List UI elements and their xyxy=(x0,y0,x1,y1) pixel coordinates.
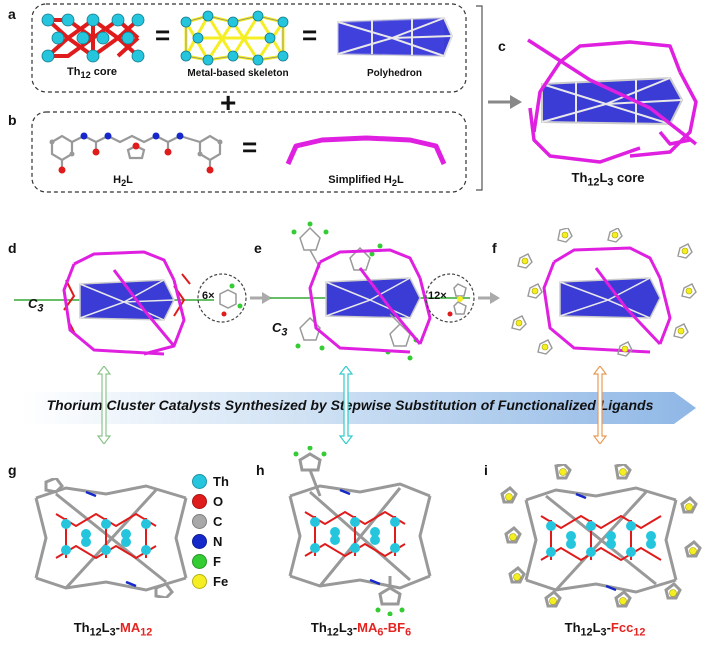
c3-axis-label-d: C3 xyxy=(28,296,44,315)
th12l3-core-label: Th12L3 core xyxy=(571,170,645,189)
legend-item-n: N xyxy=(192,534,222,549)
crystal-structure-i xyxy=(500,464,702,608)
polyhedron-label: Polyhedron xyxy=(366,68,422,79)
banner-text: Thorium Cluster Catalysts Synthesized by… xyxy=(46,397,654,413)
panel-letter-g: g xyxy=(8,462,17,478)
arrow-e-f xyxy=(478,292,500,304)
equals-sign-a1: = xyxy=(155,20,171,50)
legend-swatch-n xyxy=(192,534,207,549)
right-bracket xyxy=(476,5,483,191)
h2l-label: H2L xyxy=(113,174,133,189)
legend-item-fe: Fe xyxy=(192,574,228,589)
arrow-to-c xyxy=(488,95,522,109)
panel-b-box xyxy=(31,111,467,193)
panel-letter-i: i xyxy=(484,462,488,478)
crystal-structure-h xyxy=(288,446,432,616)
panel-letter-f: f xyxy=(492,240,497,256)
multiplier-6x: 6× xyxy=(202,290,215,302)
panel-letter-d: d xyxy=(8,240,17,256)
legend-swatch-th xyxy=(192,474,207,489)
banner-arrow xyxy=(20,392,696,424)
c3-axis-label-e: C3 xyxy=(272,320,288,339)
equals-sign-b: = xyxy=(242,132,258,162)
label-i: Th12L3-Fcc12 xyxy=(564,620,646,639)
legend-item-o: O xyxy=(192,494,223,509)
legend-swatch-f xyxy=(192,554,207,569)
equals-sign-a2: = xyxy=(302,20,318,50)
arrow-d-e xyxy=(250,292,272,304)
double-arrow-e-h xyxy=(338,366,354,444)
th12-core-cluster xyxy=(41,13,145,63)
legend-swatch-c xyxy=(192,514,207,529)
legend-swatch-o xyxy=(192,494,207,509)
legend-swatch-fe xyxy=(192,574,207,589)
cluster-f-model xyxy=(511,228,697,357)
simplified-h2l-label: Simplified H2L xyxy=(328,174,404,189)
simplified-h2l xyxy=(285,135,447,166)
cluster-d-model xyxy=(14,250,214,356)
cluster-e-model xyxy=(270,221,470,361)
multiplier-12x: 12× xyxy=(428,290,447,302)
metal-skeleton-label: Metal-based skeleton xyxy=(187,68,289,79)
label-g: Th12L3-MA12 xyxy=(73,620,153,639)
panel-letter-c: c xyxy=(498,38,506,54)
th12l3-core-model xyxy=(527,38,698,164)
double-arrow-f-i xyxy=(592,366,608,444)
metal-skeleton xyxy=(180,10,289,66)
double-arrow-d-g xyxy=(96,366,112,444)
plus-sign: + xyxy=(220,87,237,118)
panel-letter-e: e xyxy=(254,240,262,256)
panel-letter-b: b xyxy=(8,112,17,128)
th12-core-label: Th12 core xyxy=(67,66,117,81)
panel-letter-a: a xyxy=(8,6,16,22)
polyhedron xyxy=(337,16,454,58)
ferrocene-12x-circle xyxy=(425,273,475,323)
label-h: Th12L3-MA6-BF6 xyxy=(310,620,412,639)
panel-a-box xyxy=(31,3,467,93)
crystal-structure-g xyxy=(34,478,188,598)
legend-item-th: Th xyxy=(192,474,229,489)
legend-item-c: C xyxy=(192,514,222,529)
panel-letter-h: h xyxy=(256,462,265,478)
legend-item-f: F xyxy=(192,554,221,569)
ligand-6x-circle xyxy=(197,273,247,323)
h2l-molecule xyxy=(49,132,223,174)
